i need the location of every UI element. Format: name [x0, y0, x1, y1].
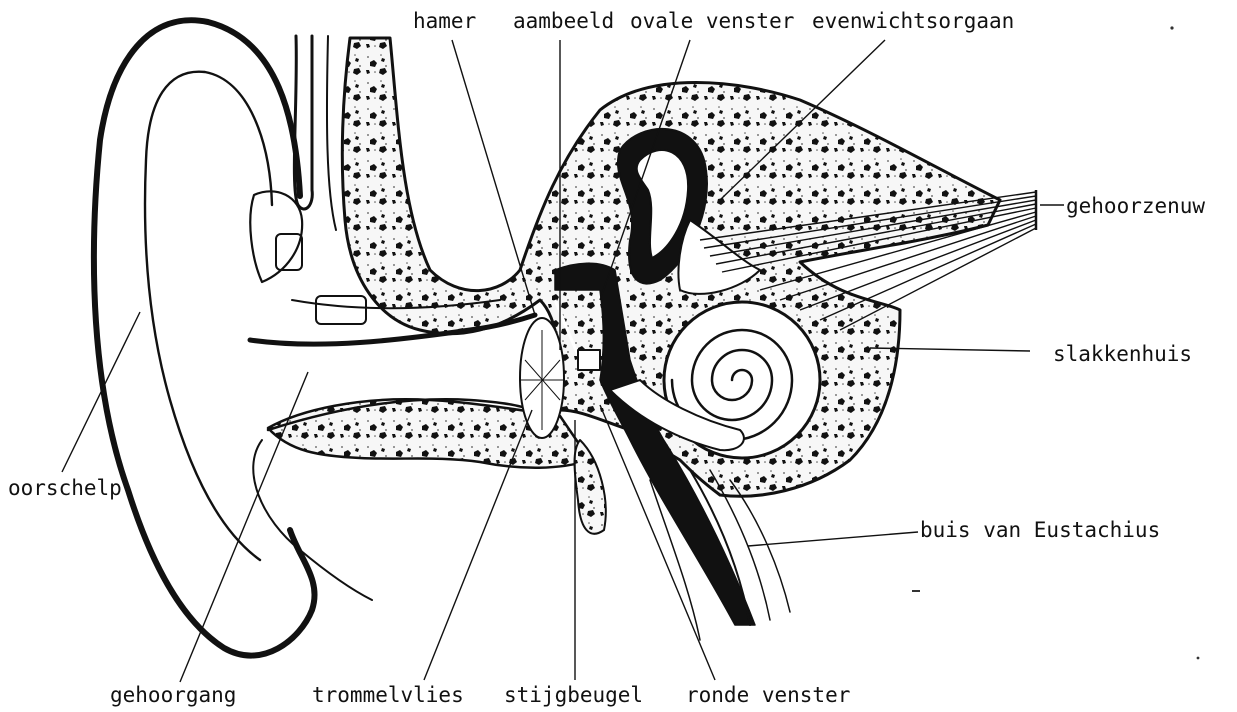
label-ronde-venster: ronde venster [686, 683, 850, 707]
label-slakkenhuis: slakkenhuis [1053, 342, 1192, 366]
label-hamer: hamer [413, 9, 476, 33]
label-trommelvlies: trommelvlies [312, 683, 464, 707]
temporal-bone [268, 38, 1000, 534]
outer-ear-shape [94, 20, 372, 655]
label-evenwichtsorgaan: evenwichtsorgaan [812, 9, 1014, 33]
label-gehoorzenuw: gehoorzenuw [1066, 194, 1205, 218]
label-aambeeld: aambeeld [513, 9, 614, 33]
label-ovale-venster: ovale venster [630, 9, 794, 33]
label-stijgbeugel: stijgbeugel [504, 683, 643, 707]
label-gehoorgang: gehoorgang [110, 683, 236, 707]
label-oorschelp: oorschelp [8, 476, 122, 500]
label-buis-van-eustachius: buis van Eustachius [920, 518, 1160, 542]
